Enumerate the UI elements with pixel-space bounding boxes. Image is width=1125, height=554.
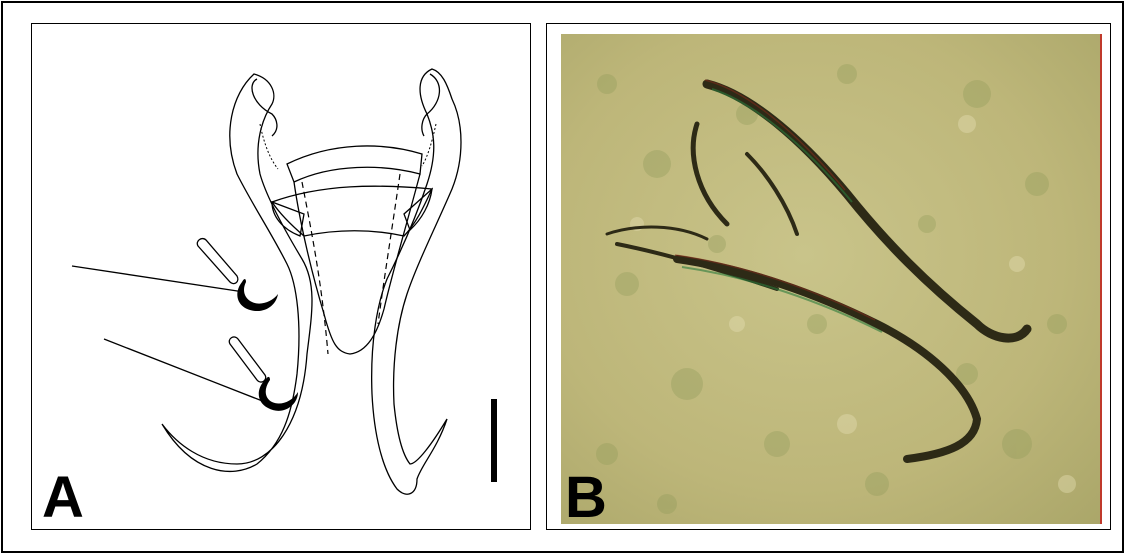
haptor-line-drawing [32, 24, 531, 530]
dashed-line-right [378, 174, 400, 324]
panel-label-a: A [42, 469, 84, 527]
left-wing [272, 202, 304, 236]
scale-bar [491, 399, 497, 482]
panel-a-drawing: A [31, 23, 531, 530]
micrograph-image [547, 24, 1111, 530]
right-anchor-outline [372, 69, 461, 494]
panel-label-b: B [565, 469, 607, 527]
left-anchor-outline [162, 74, 312, 471]
hooklet-lower [259, 377, 298, 411]
dorsal-bar [287, 146, 422, 182]
left-hooklet-stalk [197, 239, 238, 284]
right-hooklet-stalk [229, 337, 265, 382]
ventral-bar-shield [294, 174, 420, 354]
left-knob [252, 79, 277, 136]
pointer-line-upper [72, 266, 244, 292]
hooklet-upper [237, 279, 278, 311]
panel-b-micrograph: B [546, 23, 1111, 530]
